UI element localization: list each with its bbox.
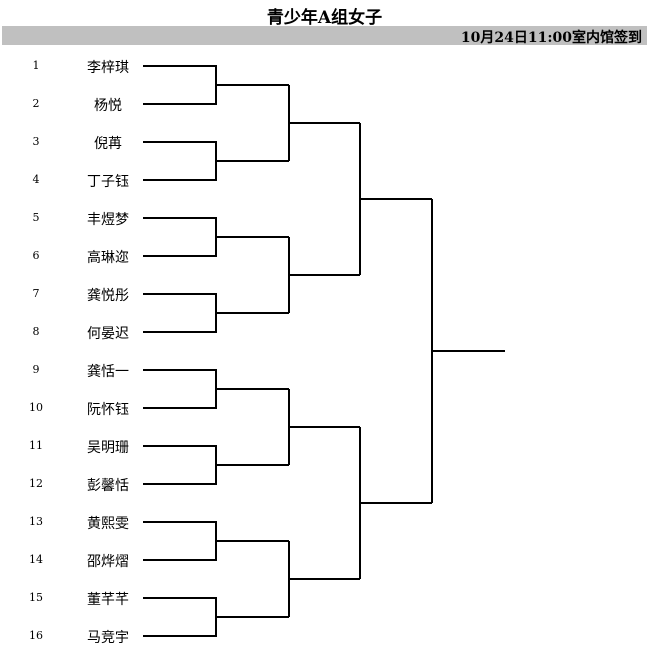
player-name: 丁子钰	[87, 174, 129, 190]
round1-connector	[143, 369, 289, 409]
round1-connector	[143, 141, 289, 181]
player-name: 高琳迩	[87, 250, 129, 266]
round2-connector	[288, 541, 360, 617]
round1-connector	[143, 597, 289, 637]
round1-connector	[143, 521, 289, 561]
player-name: 邵烨熠	[87, 554, 129, 570]
seed-number: 13	[29, 515, 43, 528]
player-name: 倪苒	[94, 136, 122, 152]
seed-number: 5	[32, 211, 40, 224]
player-name: 董芊芊	[87, 592, 129, 608]
round1-connector	[143, 445, 289, 485]
seed-number: 6	[32, 249, 40, 262]
seed-number: 10	[29, 401, 43, 414]
round2-connector	[288, 85, 360, 161]
schedule-bar: 10月24日11:00室内馆签到	[2, 26, 647, 46]
page-title: 青少年A组女子	[266, 8, 383, 28]
seed-number: 4	[32, 173, 40, 186]
semifinal-connector	[359, 427, 432, 579]
player-name: 龚悦彤	[87, 288, 129, 304]
seed-number: 2	[32, 97, 40, 110]
seed-number: 11	[29, 439, 43, 452]
semifinal-connector	[359, 123, 432, 275]
round1-connector	[143, 65, 289, 105]
round2-connector	[288, 237, 360, 313]
round1-connector	[143, 217, 289, 257]
player-name: 杨悦	[94, 98, 122, 114]
seed-number: 3	[32, 135, 40, 148]
player-name: 黄熙雯	[87, 516, 129, 532]
seed-number: 7	[32, 287, 40, 300]
seed-number: 9	[32, 363, 40, 376]
player-name: 马竞宇	[87, 630, 129, 646]
round1-connector	[143, 293, 289, 333]
seed-number: 1	[32, 59, 40, 72]
player-name: 何晏迟	[87, 326, 129, 342]
seed-number: 15	[29, 591, 43, 604]
player-name: 丰煜梦	[87, 212, 129, 228]
round2-connector	[288, 389, 360, 465]
player-name: 吴明珊	[87, 440, 129, 456]
seed-number: 8	[32, 325, 40, 338]
final-connector	[431, 199, 505, 503]
seed-number: 16	[29, 629, 43, 642]
player-name: 龚恬一	[87, 364, 129, 380]
schedule-text: 10月24日11:00室内馆签到	[460, 30, 642, 46]
player-name: 阮怀钰	[87, 402, 129, 418]
player-name: 李梓琪	[87, 60, 129, 76]
seed-number: 14	[29, 553, 43, 566]
seed-number: 12	[29, 477, 43, 490]
player-name: 彭馨恬	[87, 478, 129, 494]
